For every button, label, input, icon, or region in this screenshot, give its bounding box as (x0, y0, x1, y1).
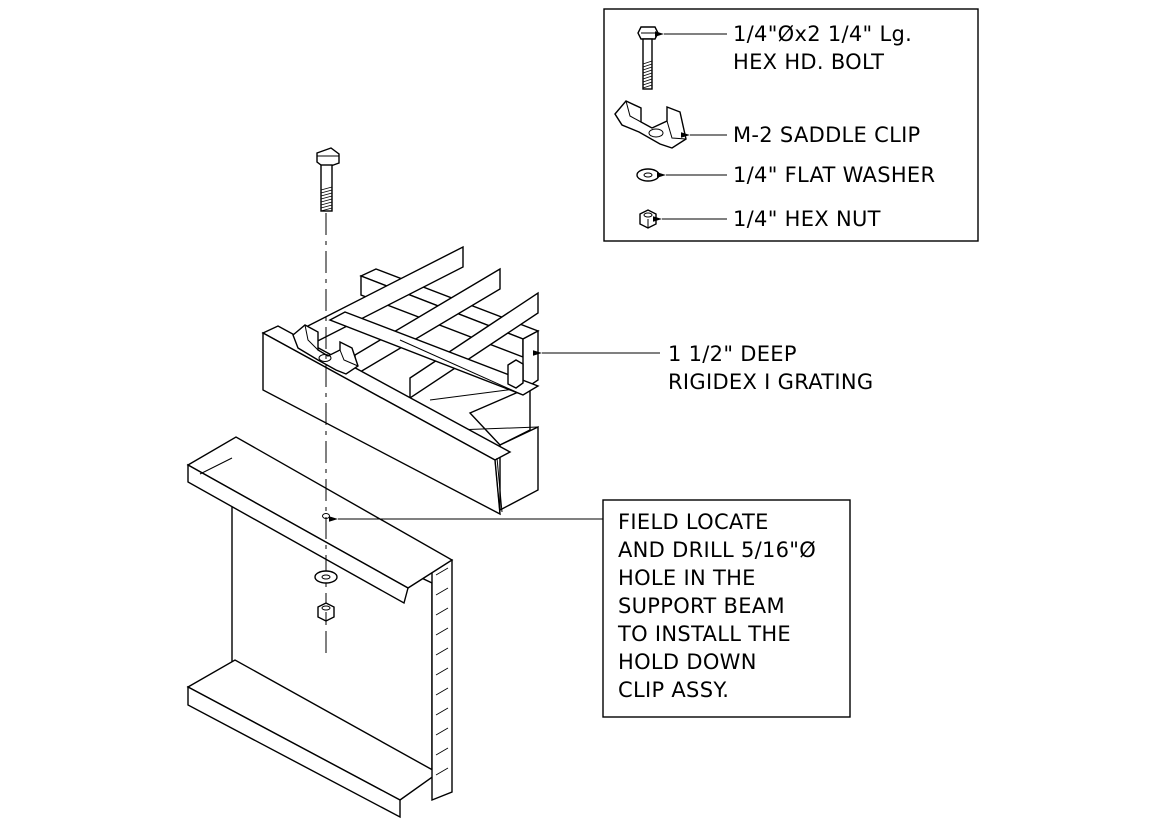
legend-bolt-label-line2: HEX HD. BOLT (733, 50, 884, 74)
legend-bolt-icon (637, 26, 659, 90)
note-line-2: AND DRILL 5/16"Ø (618, 538, 816, 562)
grating-saddle-clip (292, 324, 359, 375)
legend-nut-label: 1/4" HEX NUT (733, 207, 881, 231)
legend-washer-label: 1/4" FLAT WASHER (733, 163, 935, 187)
legend-box: 1/4"Øx2 1/4" Lg. HEX HD. BOLT M-2 SADDLE… (603, 8, 979, 242)
grating-label-line2: RIGIDEX I GRATING (668, 370, 873, 394)
legend-saddle-clip-icon (614, 100, 687, 149)
note-line-5: TO INSTALL THE (617, 622, 791, 646)
legend-washer-icon (636, 168, 660, 182)
grating (261, 245, 540, 516)
support-beam (186, 436, 454, 819)
note-box: FIELD LOCATE AND DRILL 5/16"Ø HOLE IN TH… (602, 499, 851, 718)
note-line-3: HOLE IN THE (618, 566, 756, 590)
exploded-bolt (316, 147, 340, 212)
note-line-6: HOLD DOWN (618, 650, 757, 674)
legend-clip-label: M-2 SADDLE CLIP (733, 123, 921, 147)
note-line-7: CLIP ASSY. (618, 678, 729, 702)
note-line-4: SUPPORT BEAM (618, 594, 785, 618)
legend-nut-icon (639, 209, 657, 229)
exploded-washer (314, 570, 338, 584)
grating-label-line1: 1 1/2" DEEP (668, 342, 797, 366)
legend-bolt-label-line1: 1/4"Øx2 1/4" Lg. (733, 22, 912, 46)
exploded-nut (317, 602, 335, 622)
note-line-1: FIELD LOCATE (618, 510, 769, 534)
